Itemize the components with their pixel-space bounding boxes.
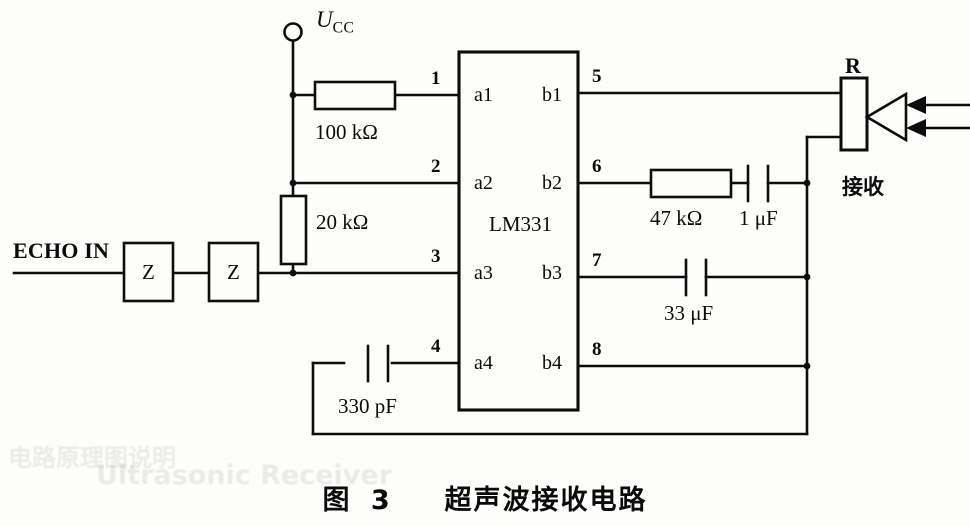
resistor-47k-body (649, 168, 733, 199)
capacitor-330pf-label: 330 pF (338, 394, 397, 418)
wave-arrowhead-upper (906, 96, 926, 114)
pin-number-5: 5 (592, 66, 602, 87)
pin-number-6: 6 (592, 156, 602, 177)
impedance-block-1 (122, 241, 175, 303)
impedance-block-1-label: Z (142, 260, 155, 284)
figure-caption-number: 图 3 (322, 485, 396, 516)
pin-number-7: 7 (592, 250, 602, 271)
transducer-ref-des: R (845, 53, 861, 78)
ic-port-a2: a2 (474, 172, 493, 194)
junction-dot-vcc-100k (289, 91, 297, 99)
ic-port-a4: a4 (474, 352, 493, 374)
pin-number-4: 4 (431, 336, 441, 357)
ic-port-b2: b2 (542, 172, 562, 194)
ic-part-number: LM331 (489, 212, 552, 236)
resistor-20k-label: 20 kΩ (316, 210, 369, 234)
junction-dot-bus-pin6 (803, 179, 811, 187)
wave-arrowhead-lower (906, 119, 926, 137)
pin-number-8: 8 (592, 339, 602, 360)
resistor-47k-label: 47 kΩ (650, 206, 703, 230)
vcc-label: UCC (316, 7, 355, 37)
ic-port-b3: b3 (542, 262, 562, 284)
impedance-block-2 (207, 241, 260, 303)
pin-number-3: 3 (431, 246, 441, 267)
impedance-block-2-label: Z (227, 260, 240, 284)
vcc-terminal-node (283, 22, 303, 42)
figure-caption-title: 超声波接收电路 (444, 485, 648, 516)
capacitor-1uf-label: 1 μF (739, 206, 778, 230)
junction-dot-bus-pin7 (803, 273, 811, 281)
junction-dot-echo (289, 269, 297, 277)
ic-port-b1: b1 (542, 84, 562, 106)
resistor-20k-body (279, 194, 308, 266)
junction-dot-bus-pin8 (803, 362, 811, 370)
pin-number-2: 2 (431, 156, 441, 177)
pin-number-1: 1 (431, 68, 441, 89)
transducer-r-body (839, 76, 869, 152)
ic-port-a1: a1 (474, 84, 493, 106)
transducer-function-label: 接收 (842, 175, 884, 199)
transducer-cone (864, 91, 908, 143)
resistor-100k-body (313, 80, 397, 111)
junction-dot-pin2 (289, 179, 297, 187)
ic-body-lm331 (457, 50, 580, 412)
capacitor-33uf-label: 33 μF (664, 301, 714, 325)
resistor-100k-label: 100 kΩ (315, 120, 378, 144)
figure-caption: 图 3 超声波接收电路 (0, 478, 970, 517)
echo-in-label: ECHO IN (13, 238, 110, 263)
ic-port-a3: a3 (474, 262, 493, 284)
ic-port-b4: b4 (542, 352, 562, 374)
